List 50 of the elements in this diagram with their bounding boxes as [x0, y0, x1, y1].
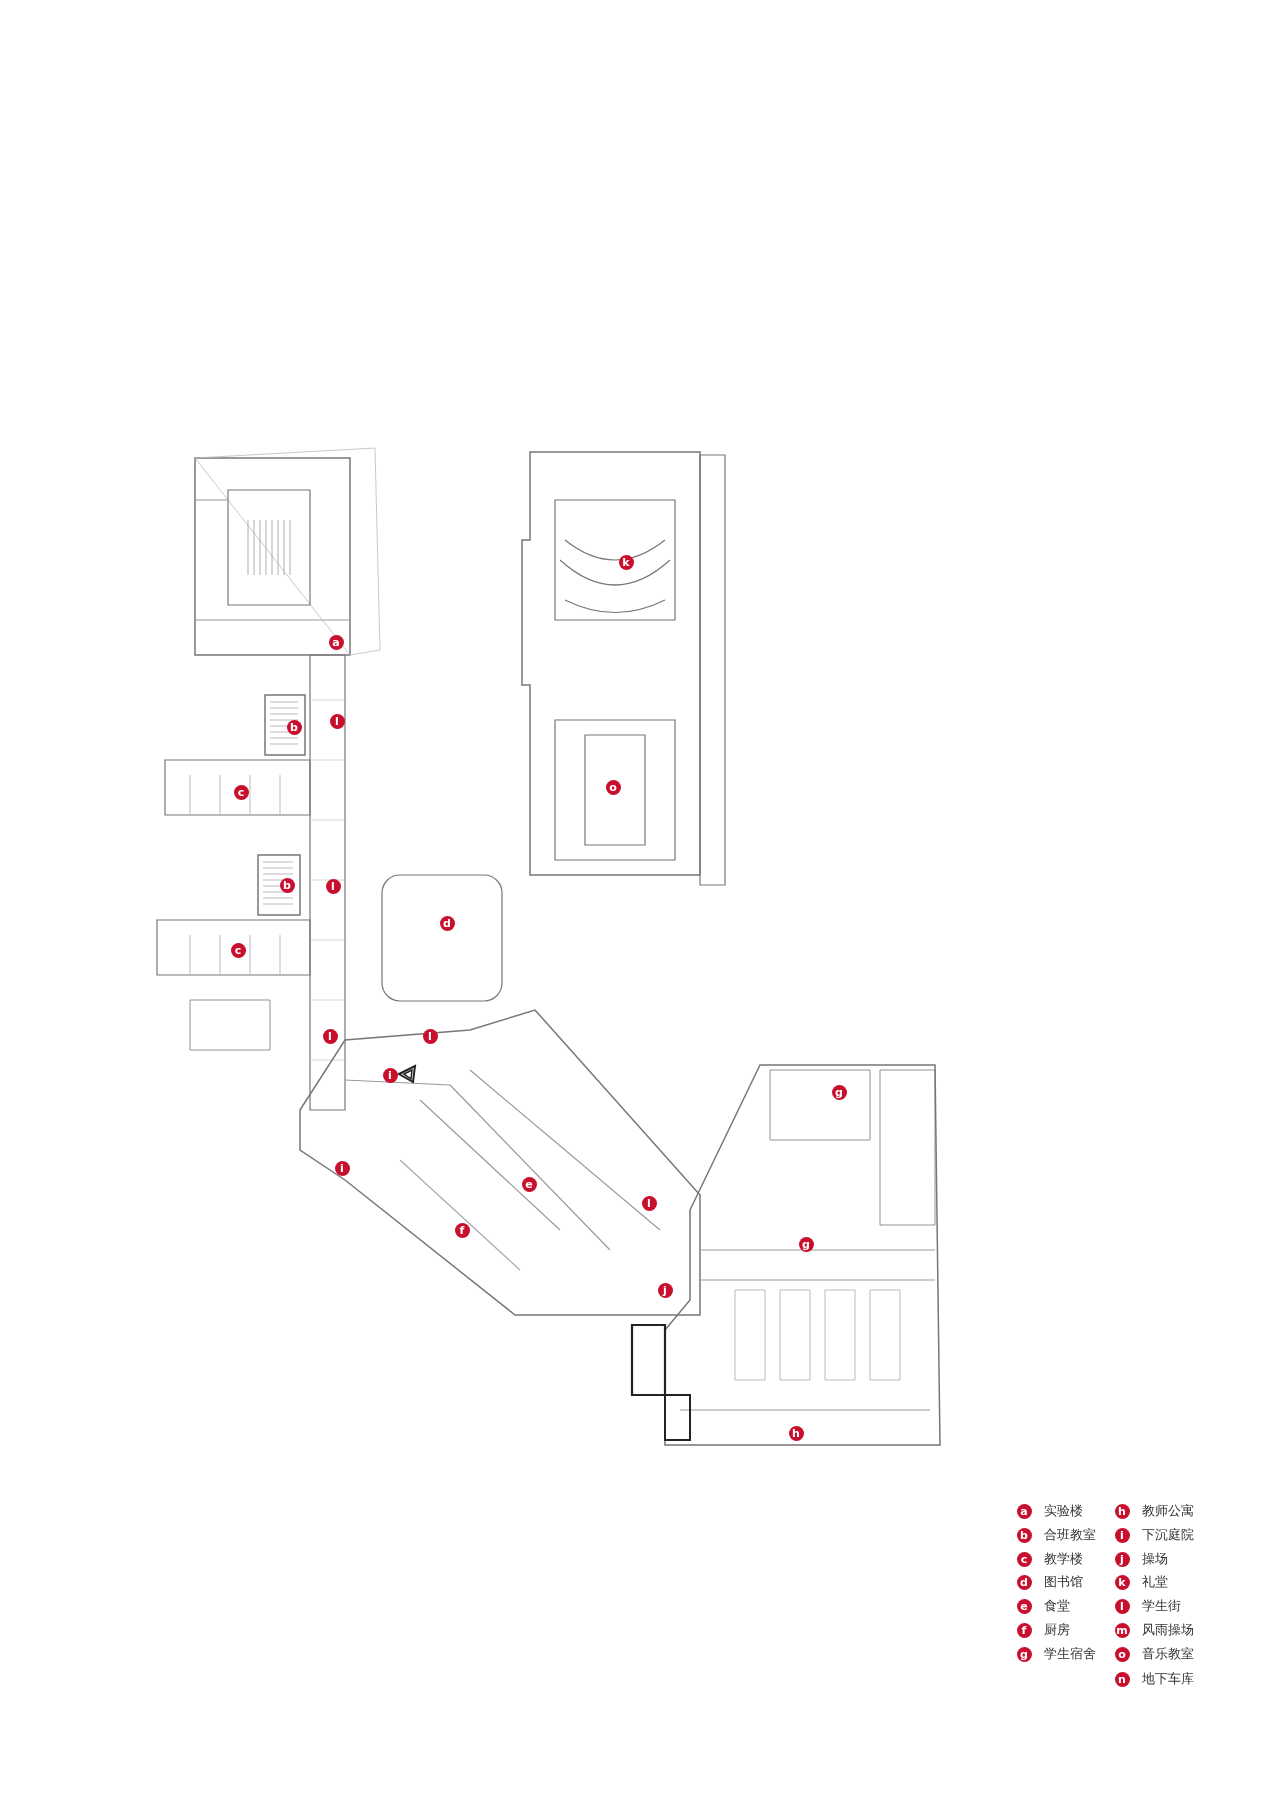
- legend-marker: m: [1114, 1622, 1130, 1638]
- legend-marker: k: [1114, 1574, 1130, 1590]
- area-marker: l: [325, 878, 341, 894]
- area-marker: j: [657, 1282, 673, 1298]
- legend-marker: n: [1114, 1671, 1130, 1687]
- legend-text: 厨房: [1044, 1622, 1070, 1638]
- area-marker: i: [382, 1067, 398, 1083]
- legend-text: 音乐教室: [1142, 1646, 1194, 1662]
- legend-text: 风雨操场: [1142, 1622, 1194, 1638]
- legend-text: 合班教室: [1044, 1527, 1096, 1543]
- legend-marker: o: [1114, 1646, 1130, 1662]
- area-marker: h: [788, 1425, 804, 1441]
- area-marker: i: [334, 1160, 350, 1176]
- area-marker: k: [618, 554, 634, 570]
- area-marker: f: [454, 1222, 470, 1238]
- legend-text: 地下车库: [1142, 1671, 1194, 1687]
- legend-marker: d: [1016, 1574, 1032, 1590]
- area-marker: o: [605, 779, 621, 795]
- legend-text: 下沉庭院: [1142, 1527, 1194, 1543]
- area-marker: d: [439, 915, 455, 931]
- area-marker: g: [831, 1084, 847, 1100]
- legend-text: 教学楼: [1044, 1551, 1083, 1567]
- legend-text: 操场: [1142, 1551, 1168, 1567]
- legend-text: 图书馆: [1044, 1574, 1083, 1590]
- legend-marker: a: [1016, 1503, 1032, 1519]
- legend-text: 食堂: [1044, 1598, 1070, 1614]
- legend-text: 礼堂: [1142, 1574, 1168, 1590]
- legend-text: 实验楼: [1044, 1503, 1083, 1519]
- legend-marker: i: [1114, 1527, 1130, 1543]
- legend-marker: e: [1016, 1598, 1032, 1614]
- area-marker: g: [798, 1236, 814, 1252]
- area-marker: e: [521, 1176, 537, 1192]
- area-marker: b: [279, 877, 295, 893]
- legend-marker: c: [1016, 1551, 1032, 1567]
- area-marker: c: [230, 942, 246, 958]
- legend-text: 学生宿舍: [1044, 1646, 1096, 1662]
- legend-text: 学生街: [1142, 1598, 1181, 1614]
- area-marker: c: [233, 784, 249, 800]
- legend-text: 教师公寓: [1142, 1503, 1194, 1519]
- area-marker: l: [329, 713, 345, 729]
- area-marker: l: [322, 1028, 338, 1044]
- legend-marker: b: [1016, 1527, 1032, 1543]
- legend-marker: g: [1016, 1646, 1032, 1662]
- area-marker: l: [422, 1028, 438, 1044]
- legend-marker: l: [1114, 1598, 1130, 1614]
- area-marker: a: [328, 634, 344, 650]
- legend-marker: f: [1016, 1622, 1032, 1638]
- area-marker: l: [641, 1195, 657, 1211]
- legend-marker: h: [1114, 1503, 1130, 1519]
- legend-marker: j: [1114, 1551, 1130, 1567]
